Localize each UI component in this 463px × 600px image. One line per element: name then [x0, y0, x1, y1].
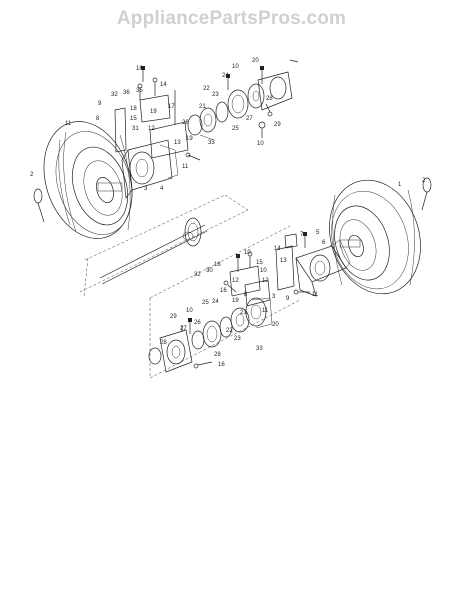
callout: 28	[266, 96, 273, 102]
callout: 20	[252, 58, 259, 64]
callout: 20	[272, 322, 279, 328]
callout: 24	[222, 73, 229, 79]
callout: 14	[160, 82, 167, 88]
callout: 21	[240, 310, 247, 316]
callout: 11	[65, 121, 72, 127]
callout: 10	[232, 64, 239, 70]
callout: 10	[257, 141, 264, 147]
callout: 5	[316, 230, 320, 236]
callout: 2	[30, 172, 34, 178]
callout: 10	[244, 250, 251, 256]
callout: 19	[150, 109, 157, 115]
callout: 33	[208, 140, 215, 146]
lower-center-bracket	[223, 251, 271, 307]
right-wheel	[329, 179, 421, 295]
callout: 11	[262, 308, 269, 314]
callout: 27	[180, 326, 187, 332]
callout: 9	[98, 101, 102, 107]
callout: 36	[123, 90, 130, 96]
callout: 4	[160, 186, 164, 192]
site-watermark: AppliancePartsPros.com	[116, 8, 347, 29]
callout: 12	[148, 126, 155, 132]
callout: 15	[256, 260, 263, 266]
callout: 14	[274, 246, 281, 252]
callout: 27	[246, 116, 253, 122]
callout: 13	[174, 140, 181, 146]
callout: 16	[220, 288, 227, 294]
callout: 1	[398, 182, 402, 188]
callout: 3	[144, 186, 148, 192]
left-spindle-housing	[121, 139, 179, 199]
callout: 28	[160, 340, 167, 346]
callout: 15	[130, 116, 137, 122]
center-axle-assembly	[79, 194, 249, 297]
left-wheel	[43, 121, 133, 239]
callout: 13	[280, 258, 287, 264]
callout: 9	[286, 296, 290, 302]
lower-bearing-stack	[148, 297, 273, 373]
callout: 19	[186, 136, 193, 142]
callout: 18	[214, 262, 221, 268]
callout: 19	[232, 298, 239, 304]
callout: 8	[96, 116, 100, 122]
callout: 10	[260, 268, 267, 274]
callout: 12	[262, 278, 269, 284]
callout: 3	[272, 294, 276, 300]
left-linch-pin	[33, 188, 45, 223]
callout: 29	[274, 122, 281, 128]
lower-exploded-bounds	[149, 225, 301, 379]
callout-labels: 16 32 36 35 14 17 9 18 15 19 31 12 13 11…	[30, 58, 426, 368]
callout: 25	[232, 126, 239, 132]
callout: 8	[244, 292, 248, 298]
right-linch-pin	[421, 177, 432, 211]
right-spindle-housing	[275, 232, 351, 297]
upper-bearing-stack	[187, 59, 299, 141]
callout: 31	[132, 126, 139, 132]
callout: 6	[322, 240, 326, 246]
callout: 29	[170, 314, 177, 320]
callout: 16	[136, 66, 143, 72]
callout: 11	[182, 164, 189, 170]
callout: 30	[206, 268, 213, 274]
callout: 16	[218, 362, 225, 368]
callout: 11	[312, 292, 319, 298]
callout: 33	[256, 346, 263, 352]
callout: 22	[203, 86, 210, 92]
callout: 10	[186, 308, 193, 314]
callout: 23	[212, 92, 219, 98]
callout: 26	[182, 120, 189, 126]
callout: 12	[232, 278, 239, 284]
callout: 26	[194, 320, 201, 326]
callout: 28	[214, 352, 221, 358]
left-bracket	[114, 66, 201, 161]
callout: 7	[300, 232, 304, 238]
callout: 35	[136, 88, 143, 94]
callout: 32	[194, 272, 201, 278]
callout: 2	[422, 178, 426, 184]
callout: 17	[168, 104, 175, 110]
callout: 18	[130, 106, 137, 112]
callout: 32	[111, 92, 118, 98]
callout: 25	[202, 300, 209, 306]
callout: 24	[212, 299, 219, 305]
callout: 23	[234, 336, 241, 342]
callout: 22	[226, 328, 233, 334]
callout: 21	[199, 104, 206, 110]
